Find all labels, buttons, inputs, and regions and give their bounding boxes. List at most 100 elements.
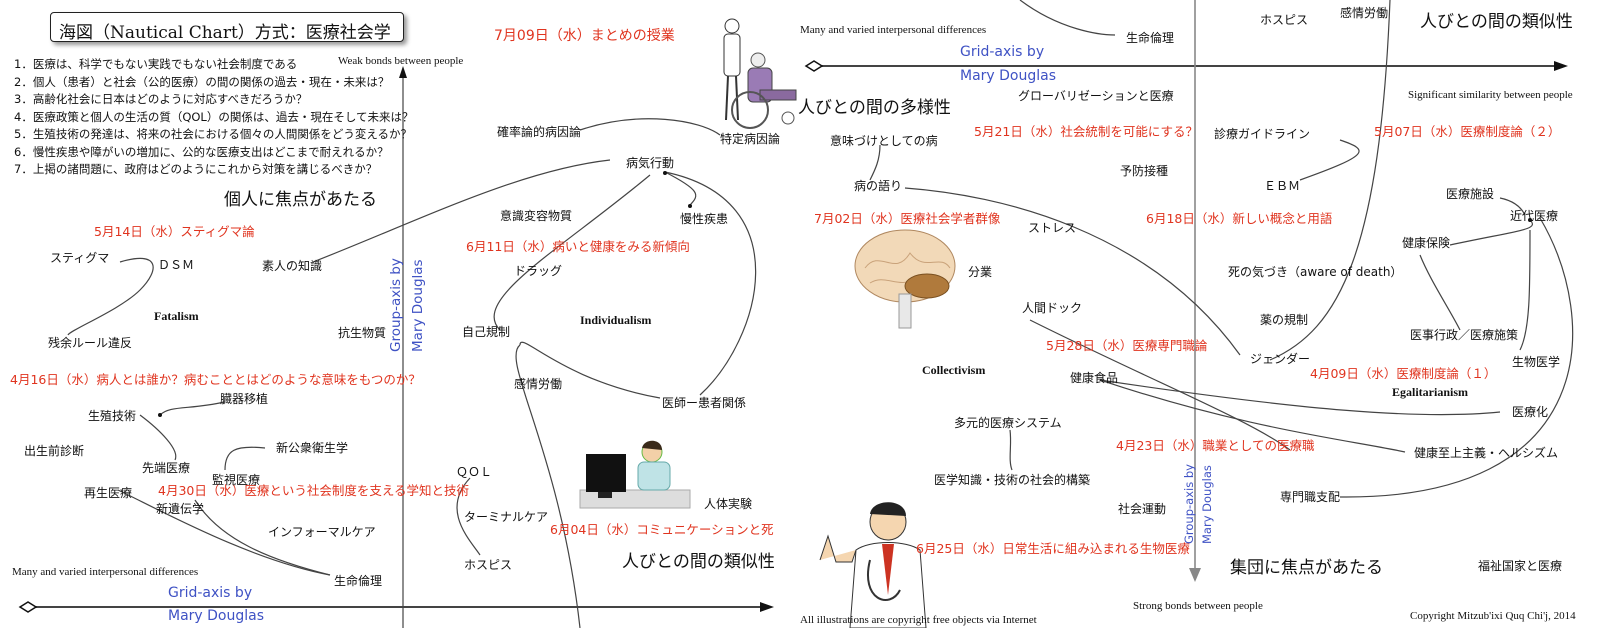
session-0423: 4月23日（水）職業としての医療職: [1116, 438, 1315, 453]
term-ebm: ＥＢＭ: [1264, 179, 1301, 193]
session-0416: 4月16日（水）病人とは誰か？病むこととはどのような意味をもつのか？: [10, 372, 421, 387]
term-ishi-kanja: 医師ー患者関係: [662, 396, 747, 410]
list-item: 7．上掲の諸問題に、政府はどのようにこれから対策を講じるべきか？: [14, 162, 378, 176]
term-zoki: 臓器移植: [220, 392, 269, 406]
session-0625: 6月25日（水）日常生活に組み込まれる生物医療: [916, 541, 1190, 556]
term-sentan: 先端医療: [142, 461, 191, 475]
session-0604: 6月04日（水）コミュニケーションと死: [550, 522, 774, 537]
list-item: 5．生殖技術の発達は、将来の社会における個々の人間関係をどう変えるか？: [14, 127, 412, 141]
term-shinryo: 診療ガイドライン: [1214, 127, 1311, 141]
many-differences-label: Many and varied interpersonal difference…: [12, 566, 199, 578]
copyright-note: Copyright Mitzub'ixi Quq Chi'j, 2014: [1410, 610, 1576, 622]
term-kindai: 近代医療: [1510, 209, 1559, 223]
term-mansei: 慢性疾患: [680, 212, 729, 226]
computer-nurse-illustration: [579, 440, 691, 509]
list-item: 3．高齢化社会に日本はどのように対応すべきだろうか？: [14, 92, 308, 106]
term-jintai: 人体実験: [704, 497, 753, 511]
term-kouseibusshitsu: 抗生物質: [338, 326, 387, 340]
term-zanyo: 残余ルール違反: [48, 336, 133, 350]
term-bungyo: 分業: [968, 265, 993, 279]
brain-illustration: [854, 229, 956, 329]
strong-bonds-label: Strong bonds between people: [1133, 600, 1263, 612]
term-tokutei: 特定病因論: [720, 132, 781, 146]
term-global: グローバリゼーションと医療: [1018, 89, 1174, 103]
fatalism-label: Fatalism: [154, 309, 199, 323]
term-gyosei: 医事行政／医療施策: [1410, 328, 1519, 342]
term-hospice: ホスピス: [464, 558, 513, 572]
nurse-wheelchair-illustration: [723, 18, 797, 129]
term-shin-iden: 新遺伝学: [156, 502, 205, 516]
term-dsm: ＤＳＭ: [158, 258, 195, 272]
title-box: 海図（Nautical Chart）方式：医療社会学: [50, 12, 404, 43]
question-list: 1．医療は、科学でもない実践でもない社会制度である 2．個人（患者）と社会（公的…: [14, 56, 413, 179]
session-0611: 6月11日（水）病いと健康をみる新傾向: [466, 239, 690, 254]
grid-axis-label-1: Grid-axis by: [168, 585, 253, 601]
focus-group-label: 集団に焦点があたる: [1230, 558, 1383, 578]
collectivism-label: Collectivism: [922, 363, 986, 377]
session-0430: 4月30日（水）医療という社会制度を支える学知と技術: [158, 483, 469, 498]
session-0618: 6月18日（水）新しい概念と用語: [1146, 211, 1333, 226]
term-gender: ジェンダー: [1250, 352, 1311, 366]
significant-similarity-label: Significant similarity between people: [1408, 89, 1573, 101]
term-kanjo-rodo-right: 感情労働: [1340, 6, 1389, 20]
term-kenko-shokuhin: 健康食品: [1070, 371, 1119, 385]
focus-individual-label: 個人に焦点があたる: [224, 190, 377, 210]
session-0521: 5月21日（水）社会統制を可能にする？: [974, 124, 1198, 139]
term-seimei-rinri-right: 生命倫理: [1126, 31, 1175, 45]
illustrations-note: All illustrations are copyright free obj…: [800, 614, 1037, 626]
term-stigma: スティグマ: [50, 251, 110, 265]
term-yobo: 予防接種: [1120, 164, 1169, 178]
group-axis-right-label-1: Group-axis by: [1182, 464, 1196, 544]
term-seishoku: 生殖技術: [88, 409, 137, 423]
term-stress: ストレス: [1028, 221, 1077, 235]
term-hospice-right: ホスピス: [1260, 13, 1309, 27]
term-seibutsu: 生物医学: [1512, 355, 1561, 369]
term-saisei: 再生医療: [84, 486, 133, 500]
term-kakuritsu: 確率論的病因論: [497, 125, 582, 139]
session-0507: 5月07日（水）医療制度論（２）: [1374, 124, 1561, 139]
grid-axis-right-label-2: Mary Douglas: [960, 68, 1057, 84]
similarity-top-label: 人びとの間の類似性: [1420, 12, 1573, 32]
term-shusseimae: 出生前診断: [24, 444, 85, 458]
group-axis-label-2: Mary Douglas: [410, 259, 426, 352]
group-axis-label-1: Group-axis by: [388, 258, 404, 352]
session-0528: 5月28日（水）医療専門職論: [1046, 338, 1208, 353]
session-0409: 4月09日（水）医療制度論（１）: [1310, 366, 1497, 381]
term-kanshi: 監視医療: [212, 473, 261, 487]
term-tagenteki: 多元的医療システム: [954, 416, 1062, 430]
term-kenko-hoken: 健康保険: [1402, 236, 1451, 250]
egalitarianism-label: Egalitarianism: [1392, 385, 1469, 399]
term-jiko-kisei: 自己規制: [462, 325, 511, 339]
term-shiroto: 素人の知識: [262, 259, 323, 273]
group-axis-right-label-2: Mary Douglas: [1200, 465, 1214, 544]
term-shisetsu: 医療施設: [1446, 187, 1495, 201]
term-qol: ＱＯＬ: [456, 465, 493, 479]
many-differences-right-label: Many and varied interpersonal difference…: [800, 24, 987, 36]
session-0702: 7月02日（水）医療社会学者群像: [814, 211, 1001, 226]
list-item: 4．医療政策と個人の生活の質（QOL）の関係は、過去・現在そして未来は？: [14, 109, 414, 124]
term-imizuke: 意味づけとしての病: [830, 134, 938, 148]
term-drug: ドラッグ: [514, 264, 563, 278]
term-kusuri: 薬の規制: [1260, 313, 1309, 327]
term-iryoka: 医療化: [1512, 405, 1549, 419]
session-0514: 5月14日（水）スティグマ論: [94, 224, 255, 239]
term-byoki-kodo: 病気行動: [626, 156, 675, 170]
individualism-label: Individualism: [580, 313, 652, 327]
term-seimei-rinri: 生命倫理: [334, 574, 383, 588]
term-kenko-shijo: 健康至上主義・ヘルシズム: [1414, 446, 1559, 460]
list-item: 2．個人（患者）と社会（公的医療）の間の関係の過去・現在・未来は？: [14, 74, 390, 89]
term-fukushi: 福祉国家と医療: [1478, 559, 1563, 573]
page-title: 海図（Nautical Chart）方式：医療社会学: [59, 23, 391, 43]
grid-axis-right-label-1: Grid-axis by: [960, 44, 1045, 60]
term-senmon: 専門職支配: [1280, 490, 1341, 504]
term-terminal: ターミナルケア: [464, 510, 549, 524]
term-ningen-dock: 人間ドック: [1022, 301, 1083, 315]
term-ishiki: 意識変容物質: [500, 209, 573, 223]
term-shi-kizuki: 死の気づき（aware of death）: [1228, 265, 1403, 279]
diversity-label: 人びとの間の多様性: [798, 98, 951, 118]
term-kanjo-rodo: 感情労働: [514, 377, 563, 391]
term-shakai-undo: 社会運動: [1118, 502, 1167, 516]
doctor-illustration: [819, 502, 927, 628]
weak-bonds-label: Weak bonds between people: [338, 55, 464, 67]
